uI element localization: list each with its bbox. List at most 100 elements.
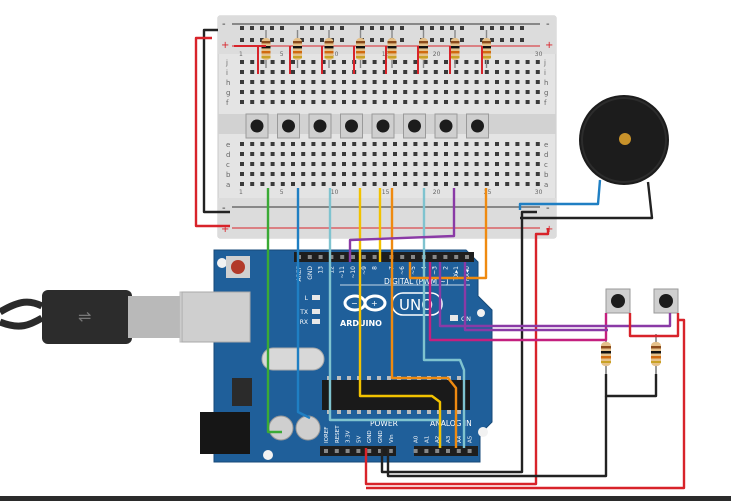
- pushbutton[interactable]: [605, 288, 631, 314]
- row-letter: h: [226, 79, 230, 87]
- terminal-hole: [342, 70, 346, 74]
- rail-hole: [240, 38, 244, 42]
- bottom-rail-area: [218, 198, 556, 238]
- terminal-hole: [454, 80, 459, 84]
- terminal-hole: [342, 90, 346, 94]
- terminal-hole: [464, 152, 469, 156]
- terminal-hole: [352, 80, 357, 84]
- rail-hole: [330, 26, 334, 30]
- resistor: [450, 38, 460, 60]
- rail-hole: [520, 38, 524, 42]
- row-letter: d: [226, 151, 230, 159]
- terminal-hole: [331, 172, 336, 176]
- resistor-band: [482, 46, 491, 49]
- terminal-hole: [403, 182, 408, 186]
- pushbutton-cap[interactable]: [408, 119, 421, 133]
- rail-plus-label-bottom: +: [221, 224, 229, 235]
- pushbutton[interactable]: [653, 288, 679, 314]
- terminal-hole: [291, 182, 295, 186]
- terminal-hole: [372, 80, 377, 84]
- terminal-hole: [291, 172, 295, 176]
- arduino-logo: − +: [343, 294, 387, 312]
- terminal-hole: [403, 100, 408, 104]
- wire-blue: [296, 188, 311, 420]
- terminal-hole: [362, 182, 367, 186]
- wires: [194, 28, 686, 490]
- svg-text:−: −: [351, 299, 358, 308]
- chip-pin: [417, 410, 421, 414]
- terminal-hole: [270, 80, 275, 84]
- terminal-hole: [515, 60, 520, 64]
- pushbutton-cap[interactable]: [345, 119, 358, 133]
- terminal-hole: [250, 90, 255, 94]
- terminal-hole: [352, 100, 357, 104]
- digital-pin-label: ~3: [432, 266, 439, 275]
- pushbutton-cap[interactable]: [250, 119, 264, 133]
- row-letter: e: [544, 141, 548, 149]
- terminal-hole: [260, 152, 265, 156]
- mounting-hole: [263, 450, 273, 460]
- terminal-hole: [301, 172, 306, 176]
- terminal-hole: [260, 142, 265, 146]
- rail-hole: [510, 26, 514, 30]
- terminal-hole: [301, 90, 306, 94]
- wire-red: [194, 36, 230, 228]
- pushbutton-cap[interactable]: [376, 119, 390, 133]
- terminal-hole: [280, 100, 285, 104]
- resistor-band: [450, 41, 460, 44]
- terminal-hole: [505, 80, 510, 84]
- mounting-hole: [477, 309, 485, 317]
- rail-hole: [270, 26, 274, 30]
- terminal-hole: [444, 142, 448, 146]
- terminal-hole: [413, 182, 418, 186]
- terminal-hole: [474, 80, 479, 84]
- chip-pin: [377, 376, 381, 380]
- rail-hole: [370, 38, 374, 42]
- digital-pin: [307, 255, 312, 259]
- rail-hole: [370, 26, 374, 30]
- terminal-hole: [484, 80, 489, 84]
- digital-pin: [432, 255, 437, 259]
- terminal-hole: [515, 172, 520, 176]
- terminal-hole: [250, 60, 255, 64]
- column-number: 10: [331, 189, 339, 196]
- rail-hole: [430, 26, 434, 30]
- rail-hole: [400, 26, 404, 30]
- rail-hole: [260, 38, 264, 42]
- terminal-hole: [311, 80, 316, 84]
- resistor: [324, 38, 334, 60]
- rail-minus-label-bottom-right: -: [546, 203, 550, 214]
- pushbutton-cap[interactable]: [282, 119, 295, 133]
- terminal-hole: [505, 152, 510, 156]
- terminal-hole: [311, 152, 316, 156]
- digital-pin-label: 13: [318, 266, 325, 274]
- terminal-hole: [464, 70, 469, 74]
- digital-pin-label: ~11: [339, 266, 346, 279]
- dc-jack: [200, 412, 250, 454]
- power-header-label: POWER: [370, 419, 398, 428]
- pushbutton-cap[interactable]: [313, 119, 327, 133]
- terminal-hole: [403, 152, 408, 156]
- row-letter: f: [226, 99, 229, 107]
- led-label: RX: [300, 319, 308, 326]
- terminal-hole: [474, 70, 479, 74]
- pushbutton-cap[interactable]: [471, 119, 484, 133]
- terminal-hole: [423, 80, 428, 84]
- terminal-hole: [260, 60, 265, 64]
- resistor: [482, 38, 491, 60]
- rail-hole: [300, 26, 304, 30]
- terminal-hole: [393, 152, 397, 156]
- terminal-hole: [301, 80, 306, 84]
- terminal-hole: [331, 182, 336, 186]
- on-led: [450, 315, 458, 321]
- terminal-hole: [240, 162, 244, 166]
- rail-hole: [490, 26, 494, 30]
- terminal-hole: [464, 60, 469, 64]
- digital-pin: [411, 255, 415, 259]
- column-number: 10: [331, 51, 339, 58]
- power-pin: [324, 449, 328, 453]
- pushbutton-cap[interactable]: [439, 119, 453, 133]
- row-letter: g: [226, 89, 230, 97]
- terminal-holes: [240, 60, 540, 186]
